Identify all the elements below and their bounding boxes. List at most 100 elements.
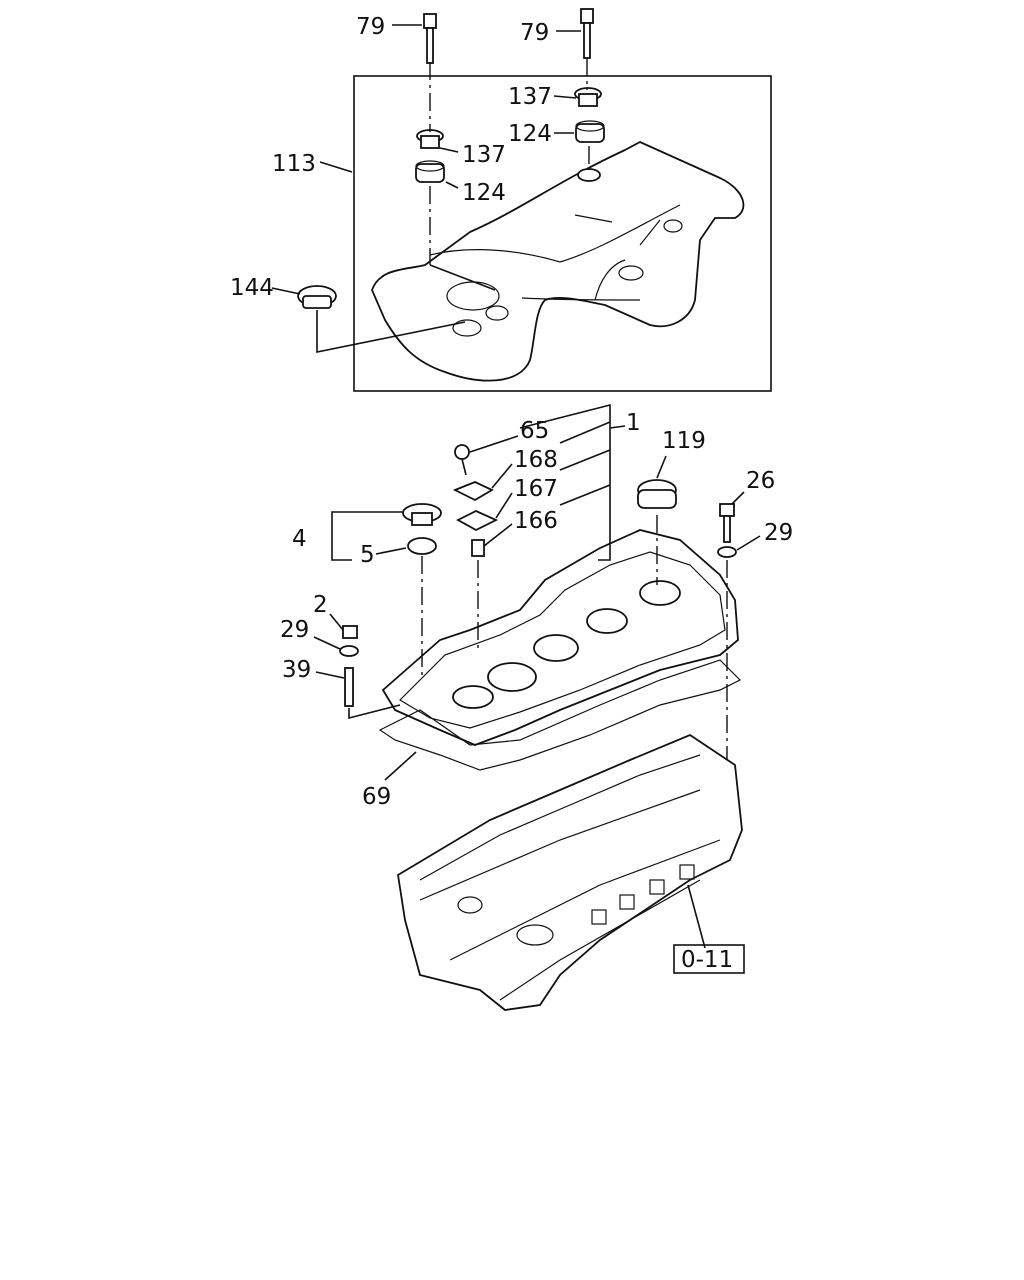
head-port-1	[516, 924, 554, 946]
leader-113	[319, 161, 353, 173]
screw-65	[454, 444, 470, 460]
cover-hole-rear2	[663, 219, 683, 233]
plug-hole-4	[639, 580, 681, 606]
washer-29-right	[717, 546, 737, 558]
label-124-right: 124	[508, 121, 552, 147]
label-167: 167	[514, 476, 558, 502]
leader-26	[731, 491, 745, 505]
oil-filler-port	[452, 685, 494, 709]
leader-69	[384, 751, 417, 781]
grommet-124-right-top	[575, 120, 605, 132]
label-137-right: 137	[508, 84, 552, 110]
bolt-79-right-shank	[583, 22, 591, 59]
part-labels: 79 79 137 137 124 124 113 144 65 1 119 1…	[230, 14, 793, 973]
leader-2	[329, 613, 344, 631]
collar-137-left-body	[420, 135, 440, 149]
label-2: 2	[313, 592, 328, 618]
label-79-left: 79	[356, 14, 385, 40]
leader-1-tick	[609, 425, 626, 429]
bolt-79-right	[580, 8, 594, 24]
label-168: 168	[514, 447, 558, 473]
collar-137-right-body	[578, 93, 598, 107]
engine-cover-frame	[353, 75, 772, 392]
leader-4	[331, 511, 404, 561]
leader-29-left	[313, 636, 341, 650]
pcv-cover-168	[452, 481, 494, 502]
leader-137-left	[439, 147, 459, 153]
leader-5	[375, 547, 407, 555]
plug-hole-2	[533, 634, 579, 662]
leader-168	[559, 449, 611, 471]
plug-hole-3	[586, 608, 628, 634]
head-port-3	[591, 909, 607, 925]
grommet-124-left-top	[415, 160, 445, 172]
label-113: 113	[272, 151, 316, 177]
leader-119	[656, 455, 667, 479]
leader-65	[559, 421, 611, 444]
label-137-left: 137	[462, 142, 506, 168]
screw-65-shank	[461, 458, 467, 476]
cylinder-head-cover-group	[313, 403, 761, 781]
label-65: 65	[520, 418, 549, 444]
label-29-left: 29	[280, 617, 309, 643]
leader-167	[559, 484, 611, 506]
leader-ref	[687, 884, 706, 949]
leader-168b	[491, 463, 513, 489]
reference-box	[673, 944, 745, 974]
grommet-124-right	[575, 123, 605, 143]
leader-stud-39	[348, 704, 401, 720]
cover-hole-front	[485, 305, 509, 321]
grommet-124-left	[415, 163, 445, 183]
label-4: 4	[292, 526, 307, 552]
filler-cap-4-body	[411, 512, 433, 526]
label-119: 119	[662, 428, 706, 454]
leader-cover-left	[429, 264, 496, 291]
oil-cap-144-body	[302, 295, 332, 309]
leader-1	[519, 403, 611, 561]
seal-119-body	[637, 489, 677, 509]
engine-cover-group	[297, 8, 772, 392]
leader-29-right	[736, 535, 761, 551]
spring-166	[471, 539, 485, 557]
label-166: 166	[514, 508, 558, 534]
leader-166b	[483, 523, 513, 547]
cylinder-head-group	[397, 733, 745, 1011]
o-ring-5	[407, 537, 437, 555]
pcv-plate-167	[456, 510, 499, 532]
washer-29-left	[339, 645, 359, 657]
head-port-5	[649, 879, 665, 895]
label-144: 144	[230, 275, 274, 301]
leader-144	[316, 310, 466, 353]
head-port-2	[457, 896, 483, 914]
cylinder-head-detail	[419, 754, 721, 1001]
head-cover-gasket	[378, 659, 742, 771]
leader-137-right	[553, 95, 577, 99]
nut-2	[342, 625, 358, 639]
bolt-26	[719, 503, 735, 517]
plug-hole-1	[487, 662, 537, 692]
leader-144-label	[271, 287, 301, 295]
label-124-left: 124	[462, 180, 506, 206]
leader-39	[315, 671, 345, 679]
leader-167b	[495, 492, 513, 519]
label-reference: 0-11	[681, 947, 733, 973]
label-29-right: 29	[764, 520, 793, 546]
cylinder-head	[397, 733, 743, 1011]
cover-hole-rear	[618, 265, 644, 281]
bolt-26-shank	[723, 515, 731, 543]
leader-65b	[469, 435, 519, 453]
label-79-right: 79	[520, 20, 549, 46]
label-26: 26	[746, 468, 775, 494]
head-cover-inner	[399, 551, 726, 729]
head-port-4	[619, 894, 635, 910]
head-port-6	[679, 864, 695, 880]
washer-124-right	[577, 168, 601, 182]
engine-cover-ridge	[429, 204, 681, 301]
leader-124-left	[445, 181, 459, 189]
stud-39	[344, 667, 354, 707]
label-5: 5	[360, 542, 375, 568]
label-39: 39	[282, 657, 311, 683]
cover-hole-small	[452, 319, 482, 337]
label-1: 1	[626, 410, 641, 436]
